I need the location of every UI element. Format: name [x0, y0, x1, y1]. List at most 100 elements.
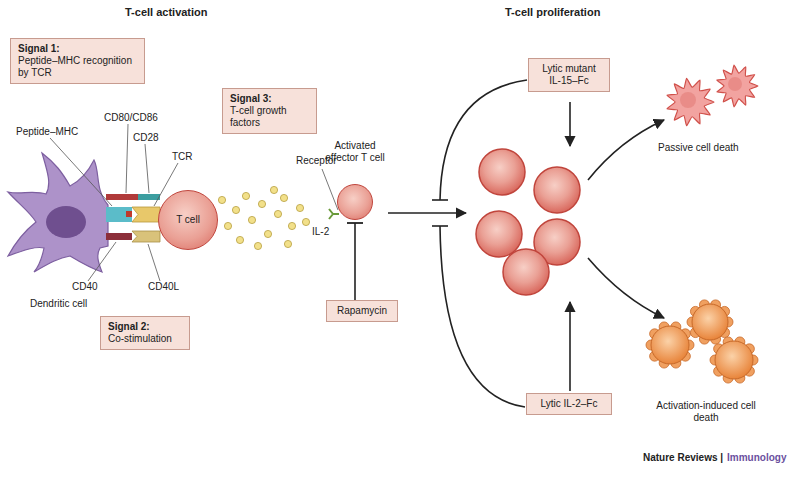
molecule-label: TCR — [172, 151, 193, 163]
molecule-label: CD80/CD86 — [104, 112, 158, 124]
outcome-label: Activation-induced cell death — [650, 400, 762, 424]
fate-arrows — [570, 102, 664, 391]
journal-credit: Immunology — [727, 452, 786, 464]
leader-lines-part — [50, 138, 112, 206]
il2-particles-part — [280, 194, 287, 201]
il2-particles-part — [242, 192, 249, 199]
receptor-pairs-part — [138, 194, 160, 200]
fate-arrows-part — [569, 102, 571, 146]
il2-particles-part — [254, 242, 261, 249]
t-cell: T cell — [158, 190, 218, 250]
box-heading: Signal 2: — [108, 321, 182, 333]
il2-particles-part — [236, 236, 243, 243]
il2-particles-part — [288, 222, 295, 229]
receptor-pairs-part — [126, 211, 132, 217]
panel-heading: T-cell activation — [125, 6, 208, 18]
il2-particles-part — [258, 200, 265, 207]
apoptotic-cells — [646, 300, 758, 383]
receptor-pairs-part — [132, 207, 160, 222]
passive-dead-cells-part — [667, 78, 714, 126]
inhibition-bar — [347, 222, 363, 224]
receptor-pairs — [106, 194, 160, 242]
box-text: T-cell growth factors — [230, 105, 309, 129]
proliferating-cells-part — [479, 149, 525, 195]
apoptotic-cells-part — [651, 326, 689, 364]
box-heading: Signal 3: — [230, 93, 309, 105]
proliferating-cells — [476, 149, 580, 295]
fate-arrows-part — [588, 258, 664, 318]
il2-particles-part — [218, 196, 225, 203]
leader-lines-part — [322, 169, 338, 210]
il2-particles-part — [284, 240, 291, 247]
molecule-label: CD40L — [148, 281, 179, 293]
il2-receptor — [329, 209, 339, 219]
molecule-label: Receptor — [296, 155, 337, 167]
inhibition-connector — [347, 223, 363, 300]
il2-particles-part — [232, 206, 239, 213]
leader-lines-part — [88, 242, 116, 281]
fate-arrows-part — [569, 302, 571, 391]
dendritic-cell — [8, 153, 108, 272]
il2-particles-part — [248, 216, 255, 223]
apoptotic-cells-part — [692, 304, 728, 340]
dendritic-cell-part — [8, 153, 108, 272]
box-text: T cell — [176, 214, 200, 226]
box-text: Rapamycin — [334, 305, 390, 317]
signal-box: Signal 2:Co-stimulation — [100, 316, 190, 350]
connector-line — [354, 223, 356, 300]
proliferating-cells-part — [503, 249, 549, 295]
passive-dead-cells-part — [728, 77, 742, 91]
box-heading: Signal 1: — [18, 43, 137, 55]
apoptotic-cells-part — [715, 341, 753, 379]
il2-particles-part — [224, 222, 231, 229]
cell-body — [337, 184, 373, 220]
molecule-label: IL-2 — [312, 226, 329, 238]
il2-particles-part — [296, 204, 303, 211]
receptor-pairs-part — [106, 233, 132, 240]
passive-dead-cells-part — [680, 92, 696, 108]
dendritic-cell-part — [46, 206, 86, 238]
activation-arrow — [388, 213, 466, 214]
leader-lines-part — [145, 144, 149, 193]
il2-particles-part — [270, 186, 277, 193]
passive-dead-cells — [667, 65, 758, 126]
leader-lines-part — [126, 124, 128, 193]
passive-dead-cells-part — [717, 65, 758, 107]
receptor-pairs-part — [132, 231, 160, 242]
box-text: Lytic IL-2–Fc — [534, 398, 604, 410]
signal-box: Signal 1:Peptide–MHC recognition by TCR — [10, 38, 145, 84]
effector-t-cell: Activated effector T cell — [325, 140, 385, 220]
box-text: Peptide–MHC recognition by TCR — [18, 55, 137, 79]
il2-particles — [218, 186, 309, 249]
il2-particles-part — [274, 210, 281, 217]
drug-box: Lytic mutant IL-15–Fc — [528, 58, 610, 92]
outcome-label: Passive cell death — [658, 142, 739, 154]
inhibition-arcs-part — [432, 225, 448, 227]
receptor-pairs-part — [106, 194, 138, 200]
panel-heading: T-cell proliferation — [505, 6, 600, 18]
il2-particles-part — [302, 218, 309, 225]
proliferating-cells-part — [534, 167, 580, 213]
drug-box: Rapamycin — [326, 300, 398, 322]
box-text: Lytic mutant IL-15–Fc — [536, 63, 602, 87]
signal-box: Signal 3:T-cell growth factors — [222, 88, 317, 134]
inhibition-arcs-part — [432, 199, 448, 201]
leader-lines-part — [148, 244, 160, 281]
il2-particles-part — [264, 230, 271, 237]
journal-credit: Nature Reviews | — [643, 452, 723, 464]
drug-box: Lytic IL-2–Fc — [526, 393, 612, 415]
molecule-label: Peptide–MHC — [16, 126, 78, 138]
box-text: Co-stimulation — [108, 333, 182, 345]
molecule-label: CD40 — [72, 281, 98, 293]
receptor-pairs-part — [106, 207, 132, 222]
fate-arrows-part — [588, 120, 664, 180]
inhibition-arcs-part — [440, 80, 527, 200]
activation-arrow-part — [388, 212, 466, 214]
cell-label: Dendritic cell — [30, 298, 87, 310]
proliferating-cells-part — [476, 211, 522, 257]
il2-receptor-part — [329, 209, 339, 219]
leader-lines — [50, 124, 338, 281]
molecule-label: CD28 — [133, 132, 159, 144]
inhibition-arcs — [432, 80, 527, 407]
